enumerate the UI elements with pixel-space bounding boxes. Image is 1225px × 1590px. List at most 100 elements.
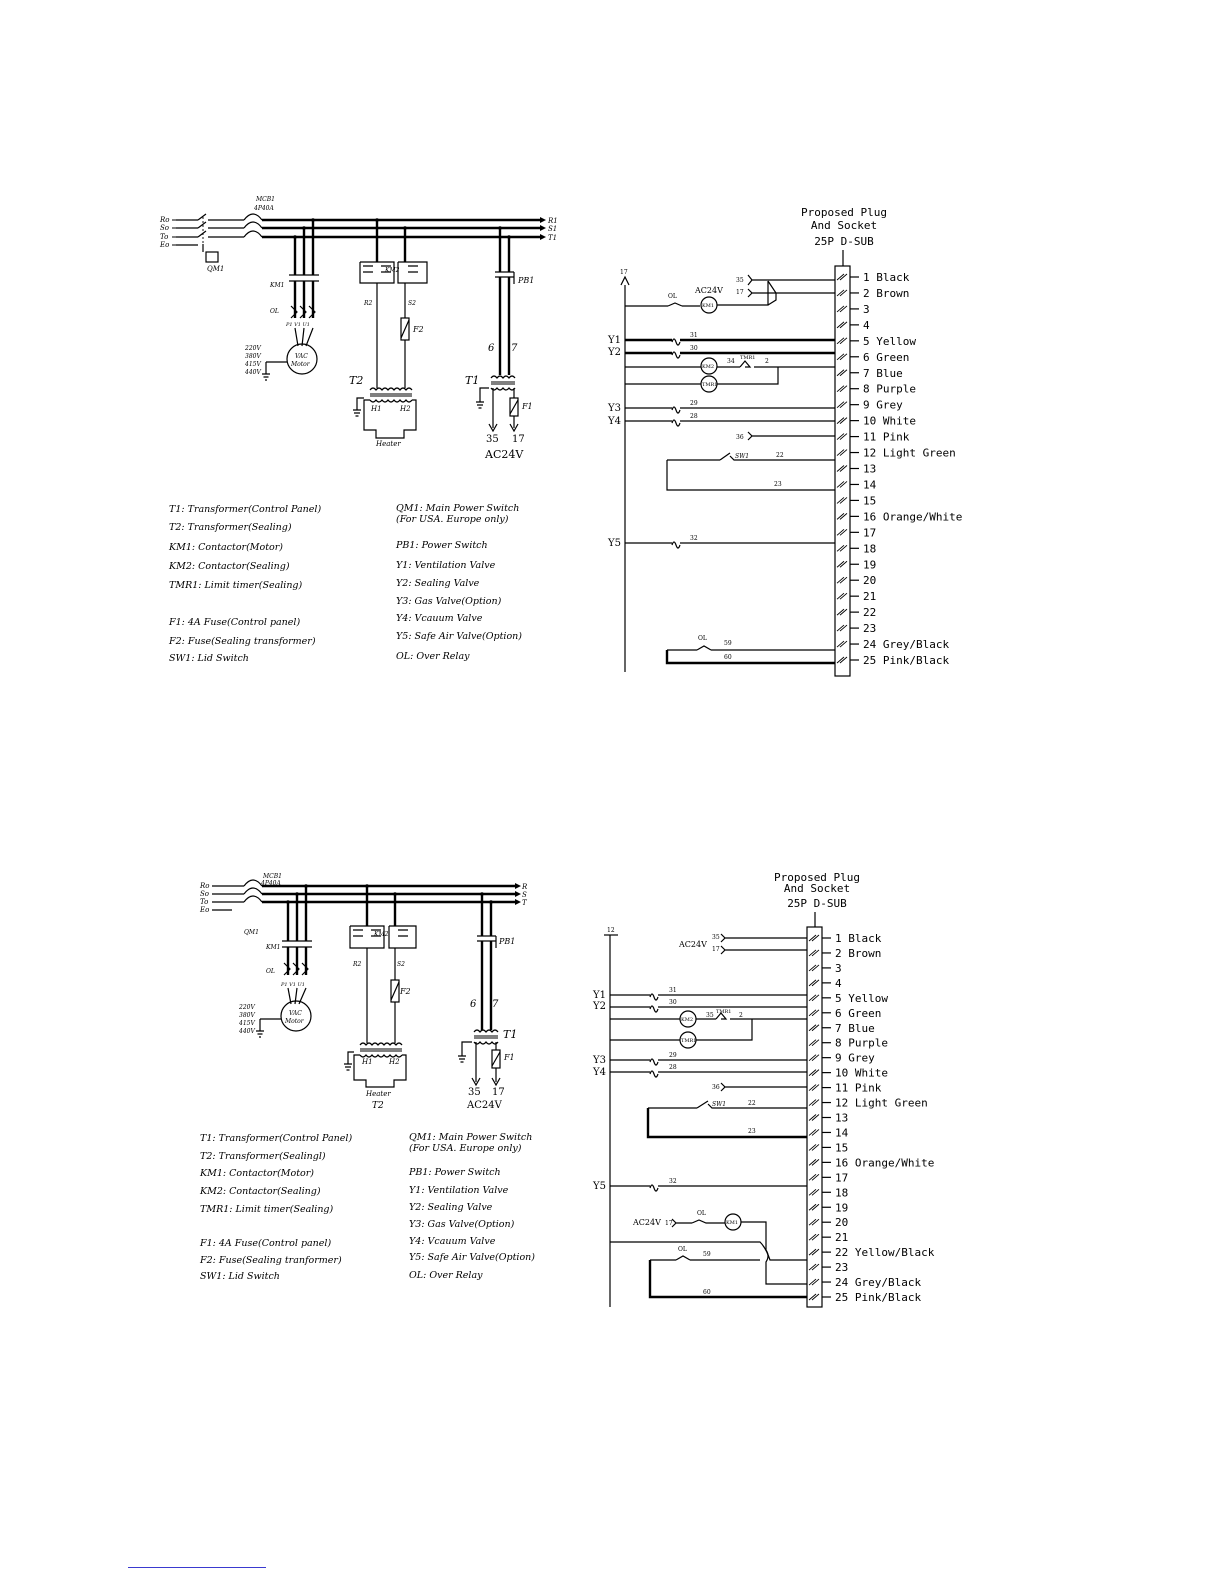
footer-rule xyxy=(128,1567,266,1568)
wire-number: 59 xyxy=(724,640,732,647)
pin-contact-icon xyxy=(836,656,848,664)
motor-label: VAC xyxy=(295,353,308,360)
pin-label: 5 Yellow xyxy=(835,992,888,1005)
pin-contact-icon xyxy=(836,401,848,409)
km2-coil: KM2 xyxy=(702,364,714,370)
wire-number: 2 xyxy=(739,1012,743,1019)
pin-contact-icon xyxy=(836,289,848,297)
wire-number: 17 xyxy=(712,946,720,953)
legend-item: Y2: Sealing Valve xyxy=(396,578,480,589)
pin-contact-icon xyxy=(808,1203,820,1211)
legend-item: Y5: Safe Air Valve(Option) xyxy=(396,631,522,642)
pin-contact-icon xyxy=(808,1084,820,1091)
output-17: 17 xyxy=(512,434,525,445)
wire-number: 32 xyxy=(669,1178,677,1185)
pin-contact-icon xyxy=(836,321,848,329)
pin-contact-icon xyxy=(808,1233,820,1241)
output-label: S xyxy=(522,891,527,899)
pin-label: 12 Light Green xyxy=(835,1097,928,1110)
input-label: To xyxy=(200,898,208,906)
pin-label: 16 Orange/White xyxy=(863,510,962,523)
wire-number: 22 xyxy=(748,1100,756,1107)
pin-contact-icon xyxy=(836,481,848,488)
output-label: T1 xyxy=(548,234,557,242)
plug-title: And Socket xyxy=(784,882,850,895)
pin-label: 6 Green xyxy=(863,351,909,364)
pin-label: 23 xyxy=(835,1261,848,1274)
pin-contact-icon xyxy=(836,353,848,361)
legend-item: (For USA. Europe only) xyxy=(396,514,509,525)
legend-item: TMR1: Limit timer(Sealing) xyxy=(200,1204,334,1215)
pin-label: 17 xyxy=(863,526,876,539)
pin-label: 25 Pink/Black xyxy=(863,654,949,667)
legend-item: KM1: Contactor(Motor) xyxy=(199,1168,314,1179)
output-17: 17 xyxy=(492,1087,505,1098)
f2-label: F2 xyxy=(399,987,411,996)
pin-label: 3 xyxy=(863,303,870,316)
motor-label: VAC xyxy=(289,1010,302,1017)
wire-number: 31 xyxy=(690,332,698,339)
legend-item: OL: Over Relay xyxy=(396,651,470,662)
pin-label: 16 Orange/White xyxy=(835,1156,934,1169)
plug-title: Proposed Plug xyxy=(774,871,860,884)
pin-contact-icon xyxy=(836,337,848,345)
output-35: 35 xyxy=(468,1087,481,1098)
valve-label: Y4 xyxy=(592,1067,606,1078)
valve-label: Y2 xyxy=(592,1001,606,1012)
pin-label: 15 xyxy=(835,1141,848,1154)
ac24v-label: AC24V xyxy=(694,286,723,295)
wire-number: 34 xyxy=(727,358,735,365)
legend-item: F1: 4A Fuse(Control panel) xyxy=(168,617,300,628)
pin-contact-icon xyxy=(836,576,848,584)
wire-number: 17 xyxy=(665,1220,673,1227)
pin-contact-icon xyxy=(808,1024,820,1032)
plug-title: Proposed Plug xyxy=(801,206,887,219)
pin-contact-icon xyxy=(836,369,848,377)
pin-contact-icon xyxy=(808,1173,820,1181)
km2-coil: KM2 xyxy=(681,1017,693,1023)
legend-item: QM1: Main Power Switch xyxy=(396,503,519,514)
pin-label: 6 Green xyxy=(835,1007,881,1020)
wire-number: 60 xyxy=(703,1289,711,1296)
pin-label: 10 White xyxy=(835,1067,888,1080)
pin-label: 1 Black xyxy=(863,271,910,284)
tmr-coil: TMR1 xyxy=(702,382,717,388)
output-35: 35 xyxy=(486,434,499,445)
pb1-label: PB1 xyxy=(498,937,515,946)
valve-label: Y2 xyxy=(607,347,621,358)
wire-number: 35 xyxy=(736,277,744,284)
tmr-contact: TMR1 xyxy=(740,355,755,361)
pin-contact-icon xyxy=(836,497,848,504)
f2-label: F2 xyxy=(412,325,424,334)
pin-label: 19 xyxy=(863,558,876,571)
h2-label: H2 xyxy=(399,405,411,413)
pin-label: 5 Yellow xyxy=(863,335,916,348)
legend-item: QM1: Main Power Switch xyxy=(409,1132,532,1143)
t1-label: T1 xyxy=(503,1028,517,1041)
pin-label: 13 xyxy=(835,1112,848,1125)
pin-label: 2 Brown xyxy=(835,947,881,960)
pin-label: 15 xyxy=(863,494,876,507)
pin-contact-icon xyxy=(808,934,820,942)
ol-label: OL xyxy=(697,1210,706,1217)
voltage-label: 220V xyxy=(238,1004,255,1011)
legend-item: Y1: Ventilation Valve xyxy=(396,560,496,571)
r2-label: R2 xyxy=(352,961,362,968)
ol-label: OL xyxy=(270,308,279,315)
pin-label: 24 Grey/Black xyxy=(863,638,949,651)
legend-item: Y3: Gas Valve(Option) xyxy=(409,1219,515,1230)
pin-contact-icon xyxy=(808,949,820,957)
pin-contact-icon xyxy=(836,513,848,520)
pin-label: 18 xyxy=(835,1186,848,1199)
legend-item: Y5: Safe Air Valve(Option) xyxy=(409,1252,535,1263)
legend-item: PB1: Power Switch xyxy=(408,1167,501,1178)
voltage-label: 440V xyxy=(244,369,261,376)
pin-contact-icon xyxy=(836,433,848,440)
pin-label: 11 Pink xyxy=(835,1082,882,1095)
km1-label: KM1 xyxy=(269,282,284,289)
pin-label: 14 xyxy=(863,478,877,491)
wire-number: 28 xyxy=(690,413,698,420)
legend-item: T2: Transformer(Sealingl) xyxy=(200,1151,326,1162)
pin-label: 4 xyxy=(863,319,870,332)
